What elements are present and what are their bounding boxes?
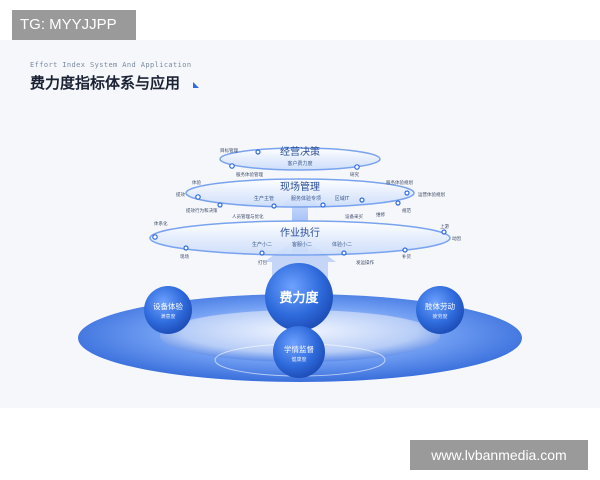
ring-label: 体系化: [154, 220, 168, 227]
bottom-sphere-title: 学情监督: [284, 344, 314, 354]
tier-top-title: 经营决策: [280, 145, 320, 158]
ring-label: 提效: [176, 191, 185, 198]
tier-low-title: 作业执行: [280, 226, 320, 239]
ring-label: 服务体验规划: [386, 179, 413, 186]
left-sphere-sub: 满意度: [160, 313, 175, 320]
ring-label: 动因: [452, 235, 461, 242]
tier-low-sub-3: 体验小二: [332, 241, 352, 248]
ring-execution: [149, 220, 451, 256]
ring-label: 补货: [402, 253, 411, 260]
ring-label: 目标管理: [220, 147, 238, 154]
left-sphere-title: 设备体验: [153, 301, 183, 311]
diagram-subtitle: Effort Index System And Application: [30, 61, 192, 69]
tier-mid-sub-1: 生产主管: [254, 195, 274, 202]
tier-low-sub-1: 生产小二: [252, 241, 272, 248]
center-label: 费力度: [279, 290, 319, 306]
diagram-title: 费力度指标体系与应用: [30, 74, 181, 92]
bottom-sphere: [273, 326, 325, 378]
tier-mid-sub-3: 区域IT: [335, 195, 350, 202]
ring-label: 打包: [258, 259, 267, 266]
ring-dots: [152, 149, 447, 256]
ring-label: 研究: [350, 171, 359, 178]
ring-label: 体验: [192, 179, 201, 186]
right-sphere-title: 肢体劳动: [425, 301, 455, 311]
ring-label: 规范: [402, 207, 411, 214]
bottom-sphere-sub: 健康度: [291, 356, 306, 363]
watermark-top: TG: MYYJJPP: [12, 10, 136, 40]
ring-label: 人员管理与优化: [232, 213, 264, 220]
watermark-bottom: www.lvbanmedia.com: [410, 440, 588, 470]
center-sphere: [265, 263, 333, 331]
ring-label: 提效行为和决策: [186, 207, 218, 214]
ring-labels: 目标管理 服务体验管理 研究 体验 提效 提效行为和决策 服务体验规划 运营体验…: [154, 147, 461, 266]
tier-mid-title: 现场管理: [280, 180, 320, 193]
ring-label: 服务体验管理: [236, 171, 263, 178]
tier-top-sub: 客户费力度: [287, 160, 312, 167]
ring-label: 运营体验规划: [418, 191, 445, 198]
ring-label: 维修: [376, 211, 385, 218]
ring-label: 设备采买: [345, 213, 363, 220]
tier-low-sub-2: 客服小二: [292, 241, 312, 248]
ring-label: 上游: [440, 223, 449, 230]
ring-label: 发运操作: [356, 259, 374, 266]
ring-label: 现场: [180, 253, 189, 260]
title-mark-icon: [193, 82, 199, 88]
tier-mid-sub-2: 服务体验专项: [291, 195, 321, 202]
ring-management: [185, 178, 415, 208]
right-sphere-sub: 疲劳度: [432, 313, 447, 320]
left-sphere: [144, 286, 192, 334]
right-sphere: [416, 286, 464, 334]
